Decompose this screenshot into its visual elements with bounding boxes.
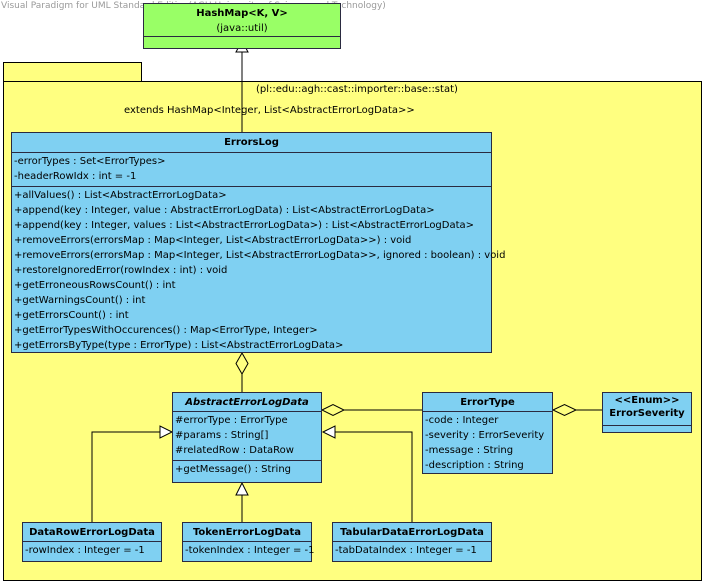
package-name: (pl::edu::agh::cast::importer::base::sta… (256, 84, 458, 95)
aggregation-diamond-abstract (320, 403, 346, 417)
abstracterrorlogdata-class-name: AbstractErrorLogData (185, 397, 309, 408)
tabulardataerrorlogdata-class-name: TabularDataErrorLogData (340, 527, 484, 538)
errorslog-operation: +getErroneousRowsCount() : int (14, 280, 176, 291)
aggregation-diamond-errortype (551, 403, 578, 417)
hashmap-class-name: HashMap<K, V> (196, 8, 288, 19)
errorslog-operation: +append(key : Integer, values : List<Abs… (14, 220, 475, 231)
errorseverity-literal-compartment (603, 425, 691, 432)
errorslog-class[interactable]: ErrorsLog -errorTypes : Set<ErrorTypes> … (11, 132, 506, 355)
datarowerrorlogdata-class[interactable]: DataRowErrorLogData -rowIndex : Integer … (22, 522, 162, 562)
abstracterrorlogdata-attribute: #relatedRow : DataRow (175, 445, 294, 456)
datarowerrorlogdata-attributes: -rowIndex : Integer = -1 (23, 541, 161, 560)
errortype-class-name: ErrorType (460, 397, 515, 408)
composition-diamond-errorslog (235, 351, 249, 376)
abstracterrorlogdata-attributes: #errorType : ErrorType #params : String[… (173, 411, 321, 460)
errorslog-attributes: -errorTypes : Set<ErrorTypes> -headerRow… (12, 152, 491, 186)
generalization-datarow (91, 431, 160, 522)
generalization-arrowhead-datarow (159, 425, 174, 439)
hashmap-package-label: (java::util) (216, 23, 268, 34)
errortype-attribute: -severity : ErrorSeverity (425, 430, 545, 441)
errorslog-operation: +getErrorsCount() : int (14, 310, 129, 321)
abstracterrorlogdata-operation: +getMessage() : String (175, 464, 292, 475)
tokenerrorlogdata-attribute: -tokenIndex : Integer = -1 (185, 545, 315, 556)
errortype-attribute: -code : Integer (425, 415, 499, 426)
errorslog-operation: +removeErrors(errorsMap : Map<Integer, L… (14, 250, 506, 261)
errorslog-class-name: ErrorsLog (224, 137, 279, 148)
tabulardataerrorlogdata-attribute: -tabDataIndex : Integer = -1 (335, 545, 477, 556)
errorslog-operation: +append(key : Integer, value : AbstractE… (14, 205, 435, 216)
errortype-attribute: -message : String (425, 445, 514, 456)
errorseverity-class-name: ErrorSeverity (609, 408, 685, 419)
tokenerrorlogdata-class-name: TokenErrorLogData (192, 527, 302, 538)
errortype-class[interactable]: ErrorType -code : Integer -severity : Er… (422, 392, 553, 474)
tokenerrorlogdata-class[interactable]: TokenErrorLogData -tokenIndex : Integer … (182, 522, 315, 562)
datarowerrorlogdata-class-name: DataRowErrorLogData (29, 527, 155, 538)
generalization-arrowhead-tabular (321, 425, 336, 439)
errorslog-operation: +restoreIgnoredError(rowIndex : int) : v… (14, 265, 228, 276)
tokenerrorlogdata-attributes: -tokenIndex : Integer = -1 (183, 541, 315, 560)
errortype-attribute: -description : String (425, 460, 524, 471)
errorslog-attribute: -errorTypes : Set<ErrorTypes> (14, 156, 166, 167)
errorslog-attribute: -headerRowIdx : int = -1 (14, 171, 137, 182)
errorseverity-stereotype: <<Enum>> (614, 395, 680, 406)
errorslog-operation: +getErrorTypesWithOccurences() : Map<Err… (14, 325, 318, 336)
hashmap-class[interactable]: HashMap<K, V> (java::util) (143, 3, 341, 49)
errorslog-operation: +getWarningsCount() : int (14, 295, 146, 306)
tabulardataerrorlogdata-class[interactable]: TabularDataErrorLogData -tabDataIndex : … (332, 522, 492, 562)
errortype-attributes: -code : Integer -severity : ErrorSeverit… (423, 411, 552, 475)
extends-label: extends HashMap<Integer, List<AbstractEr… (124, 105, 415, 116)
abstracterrorlogdata-attribute: #params : String[] (175, 430, 269, 441)
tabulardataerrorlogdata-attributes: -tabDataIndex : Integer = -1 (333, 541, 491, 560)
abstracterrorlogdata-class[interactable]: AbstractErrorLogData #errorType : ErrorT… (172, 392, 322, 483)
errorslog-operation: +getErrorsByType(type : ErrorType) : Lis… (14, 340, 344, 351)
datarowerrorlogdata-attribute: -rowIndex : Integer = -1 (25, 545, 145, 556)
generalization-arrowhead-token (235, 481, 249, 496)
generalization-tabular (335, 431, 413, 522)
errorslog-operations: +allValues() : List<AbstractErrorLogData… (12, 186, 506, 355)
errorslog-operation: +allValues() : List<AbstractErrorLogData… (14, 190, 227, 201)
errorseverity-enum[interactable]: <<Enum>> ErrorSeverity (602, 392, 692, 433)
hashmap-attribute-compartment (144, 36, 340, 45)
errorslog-operation: +removeErrors(errorsMap : Map<Integer, L… (14, 235, 412, 246)
abstracterrorlogdata-attribute: #errorType : ErrorType (175, 415, 288, 426)
abstracterrorlogdata-operations: +getMessage() : String (173, 460, 321, 479)
